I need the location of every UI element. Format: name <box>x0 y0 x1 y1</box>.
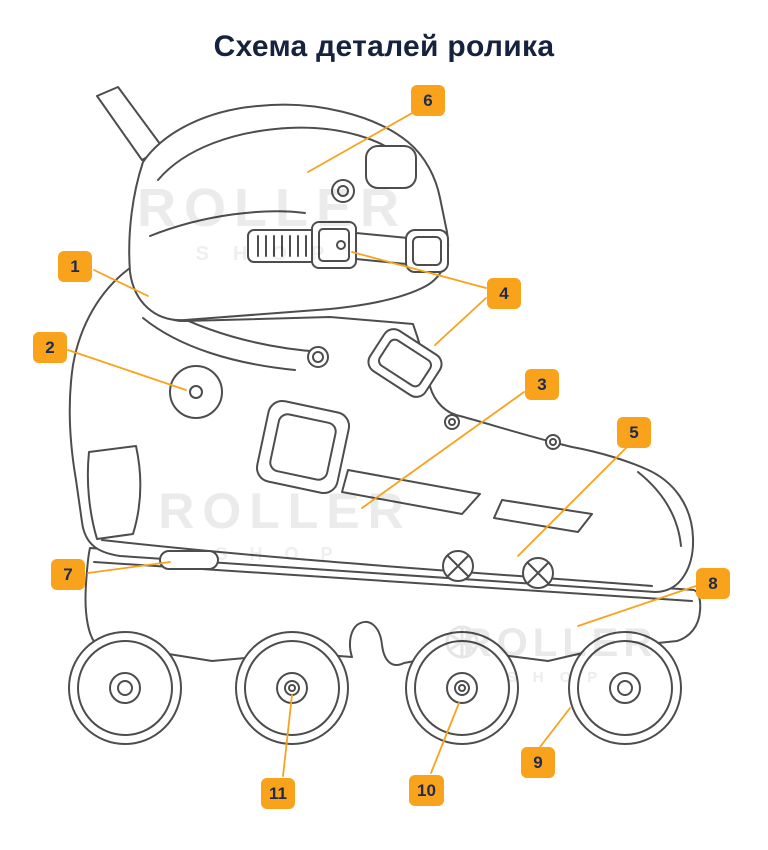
leader-line-6 <box>307 111 415 173</box>
cuff-inner-line <box>157 126 405 181</box>
svg-text:SHOP: SHOP <box>507 669 614 686</box>
callout-1: 1 <box>58 251 92 282</box>
buckle-lower <box>367 328 443 398</box>
callout-11: 11 <box>261 778 295 809</box>
leader-line-4b <box>434 297 487 346</box>
cuff-band-line <box>149 210 306 237</box>
callout-6: 6 <box>411 85 445 116</box>
cuff-rivet <box>331 179 355 203</box>
leader-line-8 <box>577 585 697 627</box>
cuff-loop <box>365 145 417 189</box>
wheel-4 <box>568 631 682 745</box>
callout-8: 8 <box>696 568 730 599</box>
callout-7: 7 <box>51 559 85 590</box>
wheel-2 <box>235 631 349 745</box>
svg-text:SHOP: SHOP <box>196 243 349 265</box>
leader-line-5 <box>517 445 629 557</box>
vent-cutout-1 <box>341 469 481 515</box>
leader-line-11 <box>282 694 293 777</box>
buckle-upper <box>247 221 449 273</box>
watermark-ball-icon <box>445 625 479 659</box>
leader-line-1 <box>93 269 149 297</box>
leader-line-9 <box>539 707 571 748</box>
callout-9: 9 <box>521 747 555 778</box>
watermark-bottom: ROLLER SHOP <box>445 621 657 686</box>
toe-cap-line <box>637 471 682 547</box>
callout-10: 10 <box>409 775 444 806</box>
wheel-1 <box>68 631 182 745</box>
instep-rivet <box>307 346 329 368</box>
shell-rivet <box>169 365 223 419</box>
leader-lines <box>67 111 697 777</box>
watermark-top: ROLLER SHOP <box>137 178 407 265</box>
leader-line-10 <box>430 702 460 774</box>
vent-cutout-2 <box>493 499 593 533</box>
instep-strap <box>255 399 351 495</box>
callout-3: 3 <box>525 369 559 400</box>
leader-line-2 <box>67 349 187 391</box>
svg-text:ROLLER: ROLLER <box>463 621 657 665</box>
mounting-screw-rear <box>522 557 554 589</box>
watermark-middle: ROLLER SHOP <box>158 483 412 564</box>
lace-knob-1 <box>444 414 460 430</box>
callout-5: 5 <box>617 417 651 448</box>
sole-slot <box>159 550 219 570</box>
leader-line-3 <box>361 391 525 509</box>
heel-cutout <box>86 445 142 540</box>
sole-seam <box>101 539 653 587</box>
callout-2: 2 <box>33 332 67 363</box>
boot <box>68 86 695 593</box>
callout-4: 4 <box>487 278 521 309</box>
frame-body <box>84 547 702 666</box>
svg-text:ROLLER: ROLLER <box>158 483 412 539</box>
svg-text:ROLLER: ROLLER <box>137 178 407 238</box>
shell-seam-2 <box>142 317 296 371</box>
mounting-screw-front <box>442 550 474 582</box>
leader-line-7 <box>87 561 171 574</box>
svg-text:SHOP: SHOP <box>215 544 354 564</box>
page-title: Схема деталей ролика <box>213 30 555 63</box>
lace-knob-2 <box>545 434 561 450</box>
leader-line-4a <box>351 251 487 289</box>
